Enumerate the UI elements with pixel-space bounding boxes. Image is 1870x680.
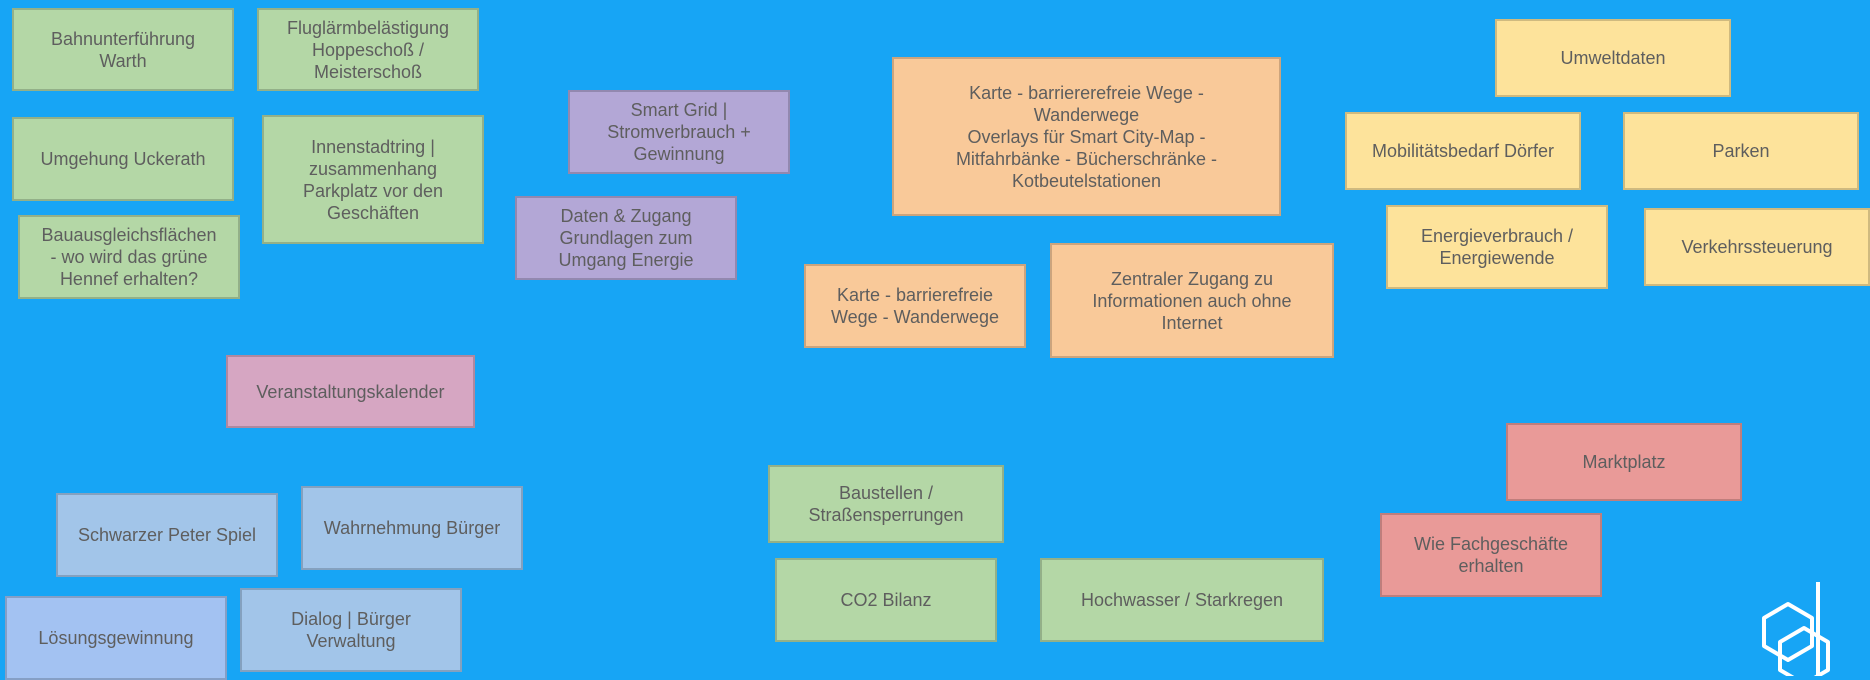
note-fluglaerm[interactable]: Fluglärmbelästigung Hoppeschoß / Meister… (257, 8, 479, 91)
note-marktplatz[interactable]: Marktplatz (1506, 423, 1742, 501)
note-karte-barrierefrei[interactable]: Karte - barrierefreie Wege - Wanderwege (804, 264, 1026, 348)
note-loesungsgewinnung[interactable]: Lösungsgewinnung (5, 596, 227, 680)
note-daten-zugang[interactable]: Daten & Zugang Grundlagen zum Umgang Ene… (515, 196, 737, 280)
note-parken[interactable]: Parken (1623, 112, 1859, 190)
hexagon-logo-icon (1740, 582, 1866, 676)
note-schwarzer-peter[interactable]: Schwarzer Peter Spiel (56, 493, 278, 577)
note-innenstadtring[interactable]: Innenstadtring | zusammenhang Parkplatz … (262, 115, 484, 244)
note-dialog-buerger[interactable]: Dialog | Bürger Verwaltung (240, 588, 462, 672)
note-mobilitaetsbedarf[interactable]: Mobilitätsbedarf Dörfer (1345, 112, 1581, 190)
note-smart-grid[interactable]: Smart Grid | Stromverbrauch + Gewinnung (568, 90, 790, 174)
note-hochwasser[interactable]: Hochwasser / Starkregen (1040, 558, 1324, 642)
note-bauausgleich[interactable]: Bauausgleichsflächen - wo wird das grüne… (18, 215, 240, 299)
note-co2-bilanz[interactable]: CO2 Bilanz (775, 558, 997, 642)
note-karte-overlays[interactable]: Karte - barriererefreie Wege - Wanderweg… (892, 57, 1281, 216)
note-fachgeschaefte[interactable]: Wie Fachgeschäfte erhalten (1380, 513, 1602, 597)
note-umweltdaten[interactable]: Umweltdaten (1495, 19, 1731, 97)
note-bahnunterfuehrung[interactable]: Bahnunterführung Warth (12, 8, 234, 91)
note-wahrnehmung-buerger[interactable]: Wahrnehmung Bürger (301, 486, 523, 570)
note-veranstaltungskalender[interactable]: Veranstaltungskalender (226, 355, 475, 428)
note-verkehrssteuerung[interactable]: Verkehrssteuerung (1644, 208, 1870, 286)
note-zentraler-zugang[interactable]: Zentraler Zugang zu Informationen auch o… (1050, 243, 1334, 358)
note-energieverbrauch[interactable]: Energieverbrauch / Energiewende (1386, 205, 1608, 289)
note-umgehung-uckerath[interactable]: Umgehung Uckerath (12, 117, 234, 201)
note-baustellen[interactable]: Baustellen / Straßensperrungen (768, 465, 1004, 543)
